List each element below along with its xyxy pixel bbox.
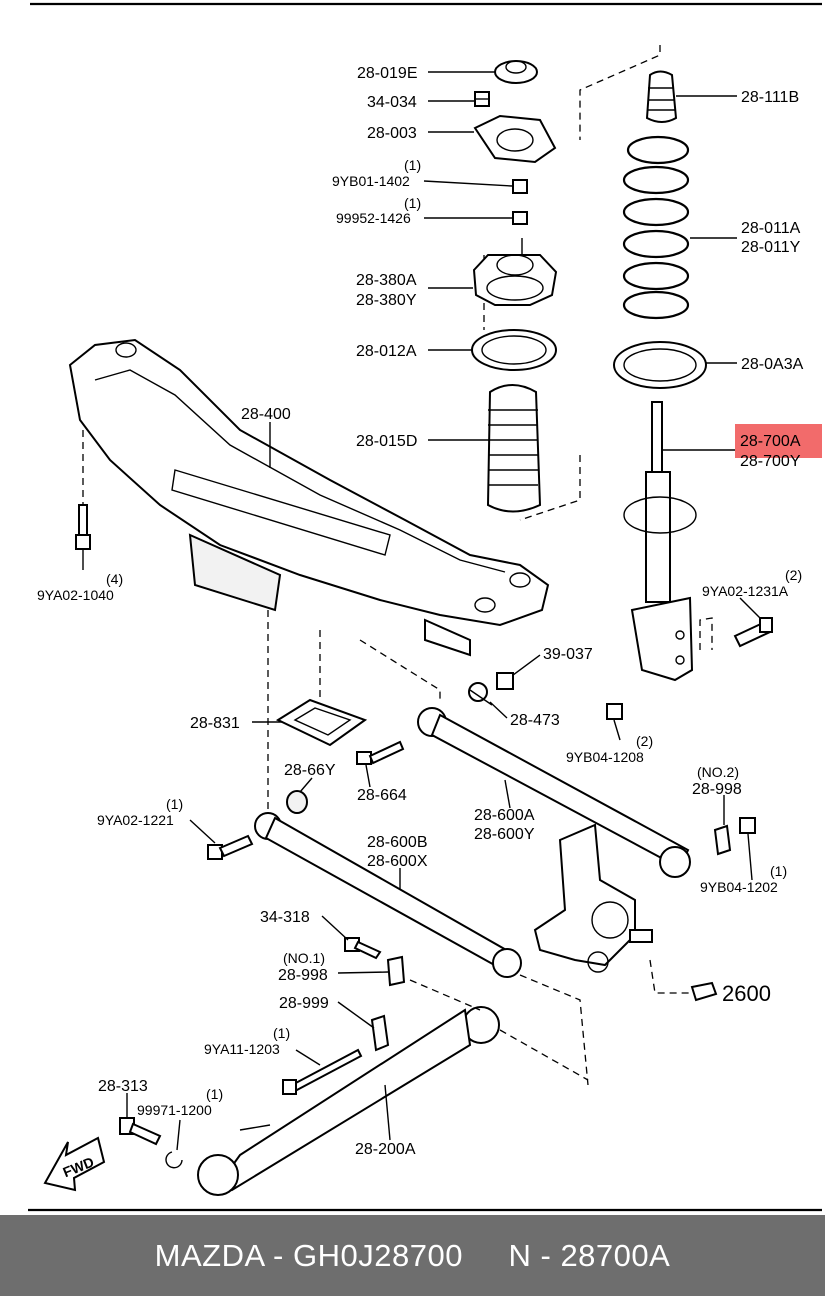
label-39-037: 39-037 — [543, 646, 593, 663]
label-28-998-no2: (NO.2) — [697, 764, 739, 780]
coil-spring-28-011A — [622, 135, 690, 320]
hand-pointer-icon — [690, 981, 718, 1002]
label-9YA02-1231A-qty: (2) — [785, 567, 802, 583]
nut-99952-1426 — [512, 211, 528, 225]
label-9YB04-1208-qty: (2) — [636, 733, 653, 749]
mount-cap-28-019E — [494, 60, 538, 84]
crossmember-28-400 — [68, 338, 550, 657]
bolt-9YA02-1040 — [75, 430, 91, 550]
label-99971-1200: 99971-1200 — [137, 1102, 212, 1118]
label-28-664: 28-664 — [357, 787, 407, 804]
bolt-28-313 — [119, 1117, 162, 1146]
plate-28-003 — [473, 114, 557, 164]
label-28-313: 28-313 — [98, 1078, 148, 1095]
footer-text: MAZDA - GH0J28700 N - 28700A — [154, 1237, 671, 1273]
dust-boot-28-015D — [486, 384, 542, 513]
label-9YA02-1221: 9YA02-1221 — [97, 812, 174, 828]
label-9YB04-1202: 9YB04-1202 — [700, 879, 778, 895]
label-28-003: 28-003 — [367, 125, 417, 142]
label-28-999: 28-999 — [279, 995, 329, 1012]
nut-9YB04-1208 — [606, 703, 623, 720]
washer-28-998-no1 — [386, 955, 406, 987]
label-28-831: 28-831 — [190, 715, 240, 732]
label-9YA02-1221-qty: (1) — [166, 796, 183, 812]
label-28-600Y: 28-600Y — [474, 826, 535, 843]
label-28-0A3A: 28-0A3A — [741, 356, 804, 373]
label-28-998-bottom: 28-998 — [278, 967, 328, 984]
label-28-700A: 28-700A — [740, 433, 801, 450]
label-99952-1426-qty: (1) — [404, 195, 421, 211]
label-9YB01-1402: 9YB01-1402 — [332, 173, 410, 189]
label-28-600B: 28-600B — [367, 834, 428, 851]
highlight-box — [735, 424, 822, 458]
knuckle-2600 — [533, 823, 653, 973]
seat-ring-28-012A — [471, 329, 557, 371]
washer-28-999 — [370, 1014, 390, 1052]
clip-99971-1200 — [165, 1151, 183, 1169]
bolt-9YA11-1203 — [282, 1048, 363, 1095]
label-28-473: 28-473 — [510, 712, 560, 729]
label-28-011Y: 28-011Y — [741, 239, 801, 256]
label-28-015D: 28-015D — [356, 433, 417, 450]
dash-knuckle — [649, 959, 690, 994]
bolt-9YA02-1221 — [207, 834, 254, 860]
spring-seat-28-0A3A — [613, 341, 707, 389]
strut-frame-line-2 — [519, 455, 581, 521]
label-9YA11-1203: 9YA11-1203 — [204, 1041, 280, 1057]
strut-frame-line — [579, 45, 661, 140]
label-28-998-no1: (NO.1) — [283, 950, 325, 966]
shock-absorber-28-700A — [623, 401, 697, 682]
label-28-600X: 28-600X — [367, 853, 428, 870]
label-99971-1200-qty: (1) — [206, 1086, 223, 1102]
label-9YA11-1203-qty: (1) — [273, 1025, 290, 1041]
dash-link-2 — [409, 979, 481, 1011]
label-28-66Y: 28-66Y — [284, 762, 336, 779]
bump-stop-28-111B — [645, 70, 678, 123]
bolt-34-318 — [344, 937, 382, 960]
label-9YA02-1040-qty: (4) — [106, 571, 123, 587]
lateral-link-28-600A — [417, 707, 691, 878]
label-28-200A: 28-200A — [355, 1141, 416, 1158]
label-2600: 2600 — [722, 981, 771, 1006]
bracket-28-831 — [275, 698, 368, 747]
leader-lines — [82, 71, 761, 1151]
dash-link-1 — [519, 974, 589, 1086]
label-28-012A: 28-012A — [356, 343, 417, 360]
label-28-019E: 28-019E — [357, 65, 418, 82]
dash-link-3 — [499, 1029, 589, 1081]
label-9YA02-1231A: 9YA02-1231A — [702, 583, 789, 599]
label-9YB04-1208: 9YB04-1208 — [566, 749, 644, 765]
label-34-318: 34-318 — [260, 909, 310, 926]
lateral-link-28-600B — [254, 812, 522, 978]
bolt-28-664 — [356, 740, 405, 765]
nut-9YB04-1202 — [739, 817, 756, 834]
bracket-28-473 — [468, 682, 493, 706]
nut-9YB01-1402 — [512, 179, 528, 194]
label-9YA02-1040: 9YA02-1040 — [37, 587, 114, 603]
parts-diagram: 28-019E 34-034 28-003 (1) 9YB01-1402 (1)… — [28, 2, 822, 1212]
label-28-700Y: 28-700Y — [740, 453, 801, 470]
label-99952-1426: 99952-1426 — [336, 210, 411, 226]
label-28-380A: 28-380A — [356, 272, 417, 289]
footer-bar: MAZDA - GH0J28700 N - 28700A — [0, 1215, 825, 1296]
label-28-380Y: 28-380Y — [356, 292, 417, 309]
label-28-400: 28-400 — [241, 406, 291, 423]
nut-34-034 — [474, 91, 490, 107]
label-28-600A: 28-600A — [474, 807, 535, 824]
strut-mount-28-380A — [472, 238, 558, 306]
label-9YB04-1202-qty: (1) — [770, 863, 787, 879]
label-28-011A: 28-011A — [741, 220, 801, 237]
label-34-034: 34-034 — [367, 94, 417, 111]
washer-28-998-no2 — [713, 824, 732, 856]
trailing-link-28-200A — [197, 1006, 500, 1196]
nut-39-037 — [496, 672, 514, 690]
dash-crossmember-3 — [359, 639, 441, 700]
bolt-9YA02-1231A — [699, 617, 773, 650]
label-9YB01-1402-qty: (1) — [404, 157, 421, 173]
bushing-28-66Y — [286, 790, 308, 814]
label-28-998-top: 28-998 — [692, 781, 742, 798]
label-28-111B: 28-111B — [741, 89, 799, 106]
fwd-arrow-icon — [43, 1136, 106, 1192]
